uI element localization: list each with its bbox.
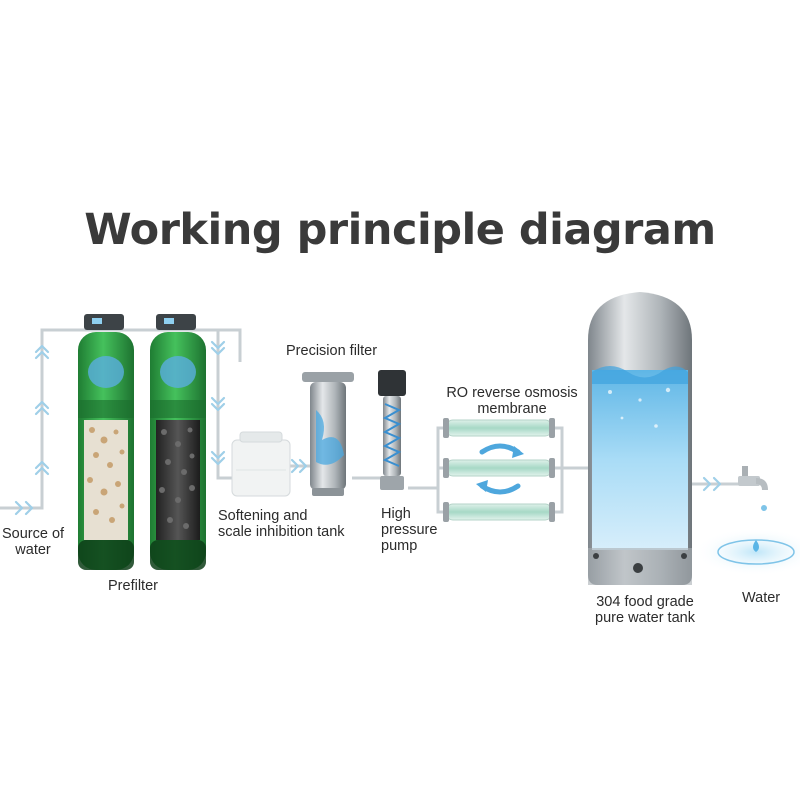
pure-water-tank [588,292,692,585]
flow-arrows [14,340,722,516]
label-source-water: Source of water [2,526,64,558]
label-tank-line1: 304 food grade [596,594,694,610]
label-pump-line1: High [381,506,411,522]
label-source-line2: water [15,542,51,558]
label-pump-line2: pressure [381,522,438,538]
ro-membranes [443,418,555,522]
label-precision-filter: Precision filter [286,343,378,359]
faucet [738,466,768,490]
softening-tank [231,431,291,497]
label-tank-line2: pure water tank [595,610,695,626]
label-water: Water [742,590,781,606]
water-splash [694,505,800,576]
label-pump-line3: pump [381,538,418,554]
label-softening-line2: scale inhibition tank [218,524,345,540]
label-prefilter: Prefilter [108,578,158,594]
prefilter-tank-sand [78,314,134,570]
precision-filter [302,372,354,496]
label-softening-line1: Softening and [218,508,308,524]
label-softening-tank: Softening and scale inhibition tank [218,508,345,540]
label-ro-line1: RO reverse osmosis [446,385,578,401]
label-ro-line2: membrane [477,401,547,417]
label-pure-water-tank: 304 food grade pure water tank [580,594,710,626]
high-pressure-pump [378,370,406,490]
prefilter-tank-carbon [150,314,206,570]
label-ro-membrane: RO reverse osmosis membrane [432,385,592,417]
diagram-title: Working principle diagram [84,205,716,255]
label-high-pressure-pump: High pressure pump [381,506,437,554]
label-source-line1: Source of [2,526,65,542]
